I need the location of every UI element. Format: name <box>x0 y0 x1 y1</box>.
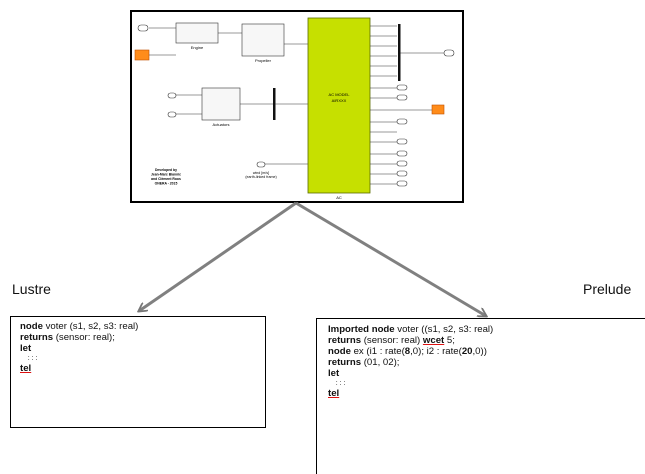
wcet-keyword: wcet <box>422 335 445 346</box>
credits-3: and Clément Roos <box>151 177 181 181</box>
keyword: returns <box>20 332 54 343</box>
output-port-7 <box>396 160 408 167</box>
prelude-line-5: let <box>328 368 645 379</box>
prelude-line-7: tel <box>328 388 645 399</box>
mux-bar-2 <box>398 24 401 81</box>
code-text: (sensor: real) <box>361 335 423 346</box>
prelude-line-2: returns (sensor: real) wcet 5; <box>328 335 645 346</box>
input-port-3 <box>167 111 177 118</box>
input-port-1 <box>137 24 149 32</box>
rate-value: 20 <box>461 346 473 357</box>
wind-label-1: wind [m/s] <box>253 171 269 175</box>
prelude-code-box: Imported node voter ((s1, s2, s3: real) … <box>316 318 645 474</box>
propeller-block <box>241 23 285 57</box>
code-text: (sensor: real); <box>53 332 115 343</box>
output-lines <box>370 25 444 185</box>
simulink-diagram: Engine Propeller Actuators wind [m/s] (e… <box>130 10 464 203</box>
output-port-4 <box>396 118 408 125</box>
keyword: tel <box>328 388 340 399</box>
keyword: let <box>20 343 32 354</box>
prelude-line-6: : : : <box>328 380 346 387</box>
code-text: (01, 02); <box>361 357 400 368</box>
simulink-canvas: Engine Propeller Actuators wind [m/s] (e… <box>134 17 455 200</box>
keyword: node <box>328 346 351 357</box>
prelude-line-1: Imported node voter ((s1, s2, s3: real) <box>328 324 645 335</box>
keyword: node <box>20 321 43 332</box>
output-port-3 <box>396 94 408 101</box>
input-port-4 <box>256 161 266 168</box>
input-port-2 <box>167 92 177 99</box>
output-port-1 <box>443 49 455 57</box>
lustre-line-4: : : : <box>20 355 38 362</box>
arrow-to-prelude <box>295 201 486 316</box>
keyword: returns <box>328 335 362 346</box>
ac-model-label-1: AC MODEL <box>329 92 351 97</box>
code-text: ,0)) <box>472 346 487 357</box>
code-text: voter ((s1, s2, s3: real) <box>394 324 494 335</box>
orange-output-block <box>431 104 445 115</box>
rate-value: 8 <box>404 346 411 357</box>
wind-label-2: (earth-linked frame) <box>245 175 276 179</box>
propeller-label: Propeller <box>255 58 272 63</box>
ac-model-label-2: AIRXXX <box>332 98 347 103</box>
keyword: returns <box>328 357 362 368</box>
credits-2: Jean-Marc Biannic <box>151 173 181 177</box>
output-port-5 <box>396 138 408 145</box>
credits-4: ONERA - 2015 <box>155 182 178 186</box>
actuators-label: Actuators <box>213 122 230 127</box>
code-text: 5; <box>444 335 455 346</box>
keyword: tel <box>20 363 32 374</box>
ac-name-label: AC <box>336 195 342 200</box>
keyword: let <box>328 368 340 379</box>
output-port-2 <box>396 84 408 91</box>
prelude-line-3: node ex (i1 : rate(8,0); i2 : rate(20,0)… <box>328 346 645 357</box>
ac-model-block <box>307 17 371 194</box>
engine-label: Engine <box>191 45 204 50</box>
code-text: ex (i1 : rate( <box>350 346 405 357</box>
lustre-label: Lustre <box>12 281 51 297</box>
keyword: Imported node <box>328 324 395 335</box>
output-port-6 <box>396 150 408 157</box>
lustre-line-3: let <box>20 343 265 354</box>
code-text: ,0); i2 : rate( <box>410 346 462 357</box>
output-port-9 <box>396 180 408 187</box>
prelude-label: Prelude <box>583 281 632 297</box>
prelude-line-4: returns (01, 02); <box>328 357 645 368</box>
output-port-8 <box>396 170 408 177</box>
lustre-line-5: tel <box>20 363 265 374</box>
credits-1: Developed by <box>155 168 177 172</box>
lustre-line-2: returns (sensor: real); <box>20 332 265 343</box>
mux-bar-1 <box>273 88 276 120</box>
arrow-to-lustre <box>139 201 297 311</box>
lustre-code-box: node voter (s1, s2, s3: real) returns (s… <box>10 316 266 428</box>
code-text: voter (s1, s2, s3: real) <box>42 321 139 332</box>
lustre-line-1: node voter (s1, s2, s3: real) <box>20 321 265 332</box>
